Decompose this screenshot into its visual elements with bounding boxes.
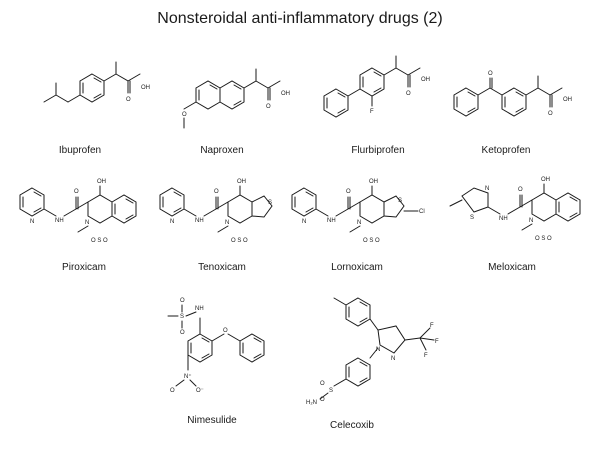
page-title: Nonsteroidal anti-inflammatory drugs (2) — [157, 10, 443, 27]
nh-label: NH — [55, 218, 64, 224]
n-label: N — [85, 220, 89, 226]
o-label: O — [180, 330, 185, 336]
o-label: O — [346, 189, 351, 195]
flurbiprofen-structure: F OH O — [323, 55, 430, 118]
o-label: O — [320, 397, 325, 403]
so2-label: O S O — [363, 238, 380, 244]
tenoxicam-structure: N NH O S OH N O S O — [159, 179, 273, 244]
lornoxicam-label: Lornoxicam — [331, 262, 383, 273]
f-label: F — [435, 339, 439, 345]
s-label: S — [268, 200, 272, 206]
nimesulide-label: Nimesulide — [187, 415, 237, 426]
minus-label: O⁻ — [196, 388, 204, 394]
naproxen-structure: O OH O — [182, 68, 290, 129]
oh-label: OH — [97, 179, 106, 185]
o-label: O — [320, 381, 325, 387]
flurbiprofen-label: Flurbiprofen — [351, 145, 404, 156]
meloxicam-label: Meloxicam — [488, 262, 536, 273]
celecoxib-label: Celecoxib — [330, 420, 374, 431]
so2-label: O S O — [231, 238, 248, 244]
ibuprofen-label: Ibuprofen — [59, 145, 101, 156]
nimesulide-structure: O S O NH O N⁺ O⁻ O — [167, 298, 265, 394]
so2-label: O S O — [535, 236, 552, 242]
oh-label: OH — [281, 91, 290, 97]
nh-label: NH — [195, 306, 204, 312]
plus-label: N⁺ — [184, 373, 192, 380]
cl-label: Cl — [419, 209, 425, 215]
n-label: N — [170, 219, 174, 225]
n-label: N — [30, 219, 34, 225]
o-label: O — [182, 112, 187, 118]
nh-label: NH — [499, 216, 508, 222]
nh-label: NH — [327, 218, 336, 224]
o-label: O — [126, 97, 131, 103]
o-label: O — [488, 71, 493, 77]
oh-label: OH — [421, 77, 430, 83]
lornoxicam-structure: N NH O S Cl OH N O S O — [291, 179, 425, 244]
piroxicam-label: Piroxicam — [62, 262, 106, 273]
o-label: O — [74, 189, 79, 195]
o-label: O — [406, 91, 411, 97]
n-label: N — [391, 356, 395, 362]
o-label: O — [266, 104, 271, 110]
ketoprofen-label: Ketoprofen — [482, 145, 531, 156]
n-label: N — [376, 347, 380, 353]
o-label: O — [548, 111, 553, 117]
tenoxicam-label: Tenoxicam — [198, 262, 246, 273]
o-label: O — [223, 328, 228, 334]
s-label: S — [329, 388, 333, 394]
n-label: N — [225, 220, 229, 226]
n-label: N — [302, 219, 306, 225]
ketoprofen-structure: O OH O — [453, 71, 572, 117]
h2n-label: H₂N — [306, 400, 317, 406]
f-label: F — [370, 109, 374, 115]
celecoxib-structure: N N F F F S O O H₂N — [306, 297, 439, 406]
f-label: F — [424, 353, 428, 359]
oh-label: OH — [369, 179, 378, 185]
oh-label: OH — [541, 177, 550, 183]
naproxen-label: Naproxen — [200, 145, 243, 156]
o-label: O — [170, 388, 175, 394]
nh-label: NH — [195, 218, 204, 224]
s-label: S — [470, 215, 474, 221]
n-label: N — [485, 186, 489, 192]
piroxicam-structure: N NH O OH N O S O — [19, 179, 137, 244]
oh-label: OH — [563, 97, 572, 103]
meloxicam-structure: N S NH O OH N O S O — [449, 177, 581, 242]
o-label: O — [518, 187, 523, 193]
oh-label: OH — [141, 85, 150, 91]
ibuprofen-structure: OH O — [43, 61, 150, 103]
oh-label: OH — [237, 179, 246, 185]
s-label: S — [398, 198, 402, 204]
f-label: F — [430, 323, 434, 329]
o-label: O — [180, 298, 185, 304]
o-label: O — [214, 189, 219, 195]
so2-label: O S O — [91, 238, 108, 244]
s-label: S — [180, 314, 184, 320]
n-label: N — [529, 218, 533, 224]
n-label: N — [357, 220, 361, 226]
